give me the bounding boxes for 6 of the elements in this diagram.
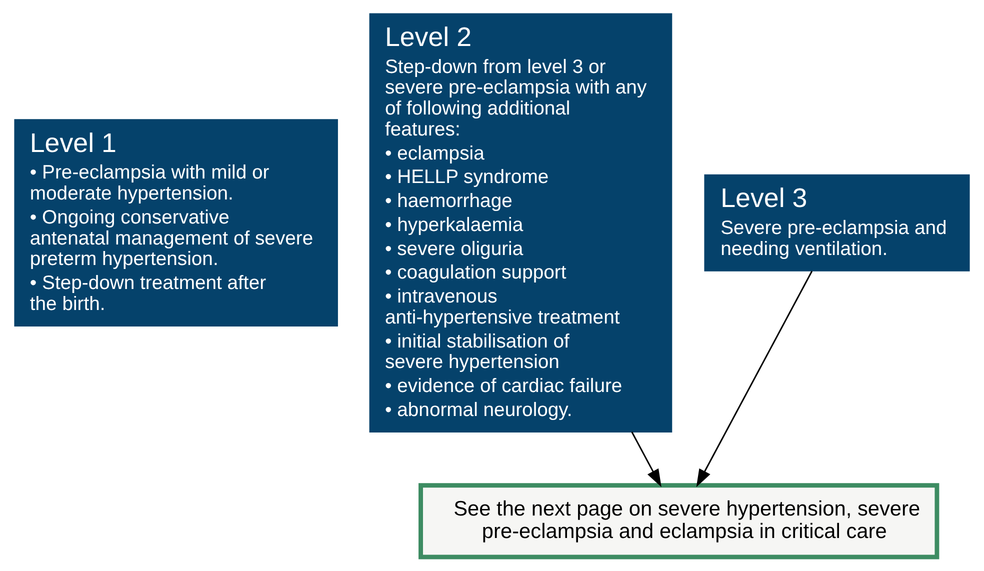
node-box: Level 1 • Pre-eclampsia with mild or moderate hypertension. • Ongoing conservative antenatal management of severe preterm hypertension. • Step-down treatment after the birth. <box>14 119 338 327</box>
node-box: Level 3 Severe pre-eclampsia and needing ventilation. <box>704 174 970 272</box>
arrow <box>696 270 813 488</box>
arrow <box>631 432 662 488</box>
node-box: Level 2 Step-down from level 3 or severe pre-eclampsia with any of following additional features: • eclampsia • HELLP syndrome • haemorrhage • hyperkalaemia • severe oliguria • coagulation support • intravenous anti-hypertensive treatment • initial stabilisation of severe hypertension • evidence of cardiac failure • abnormal neurology. <box>369 13 672 432</box>
node-box: See the next page on severe hypertension, severe pre-eclampsia and eclampsia in critical care <box>418 483 940 560</box>
